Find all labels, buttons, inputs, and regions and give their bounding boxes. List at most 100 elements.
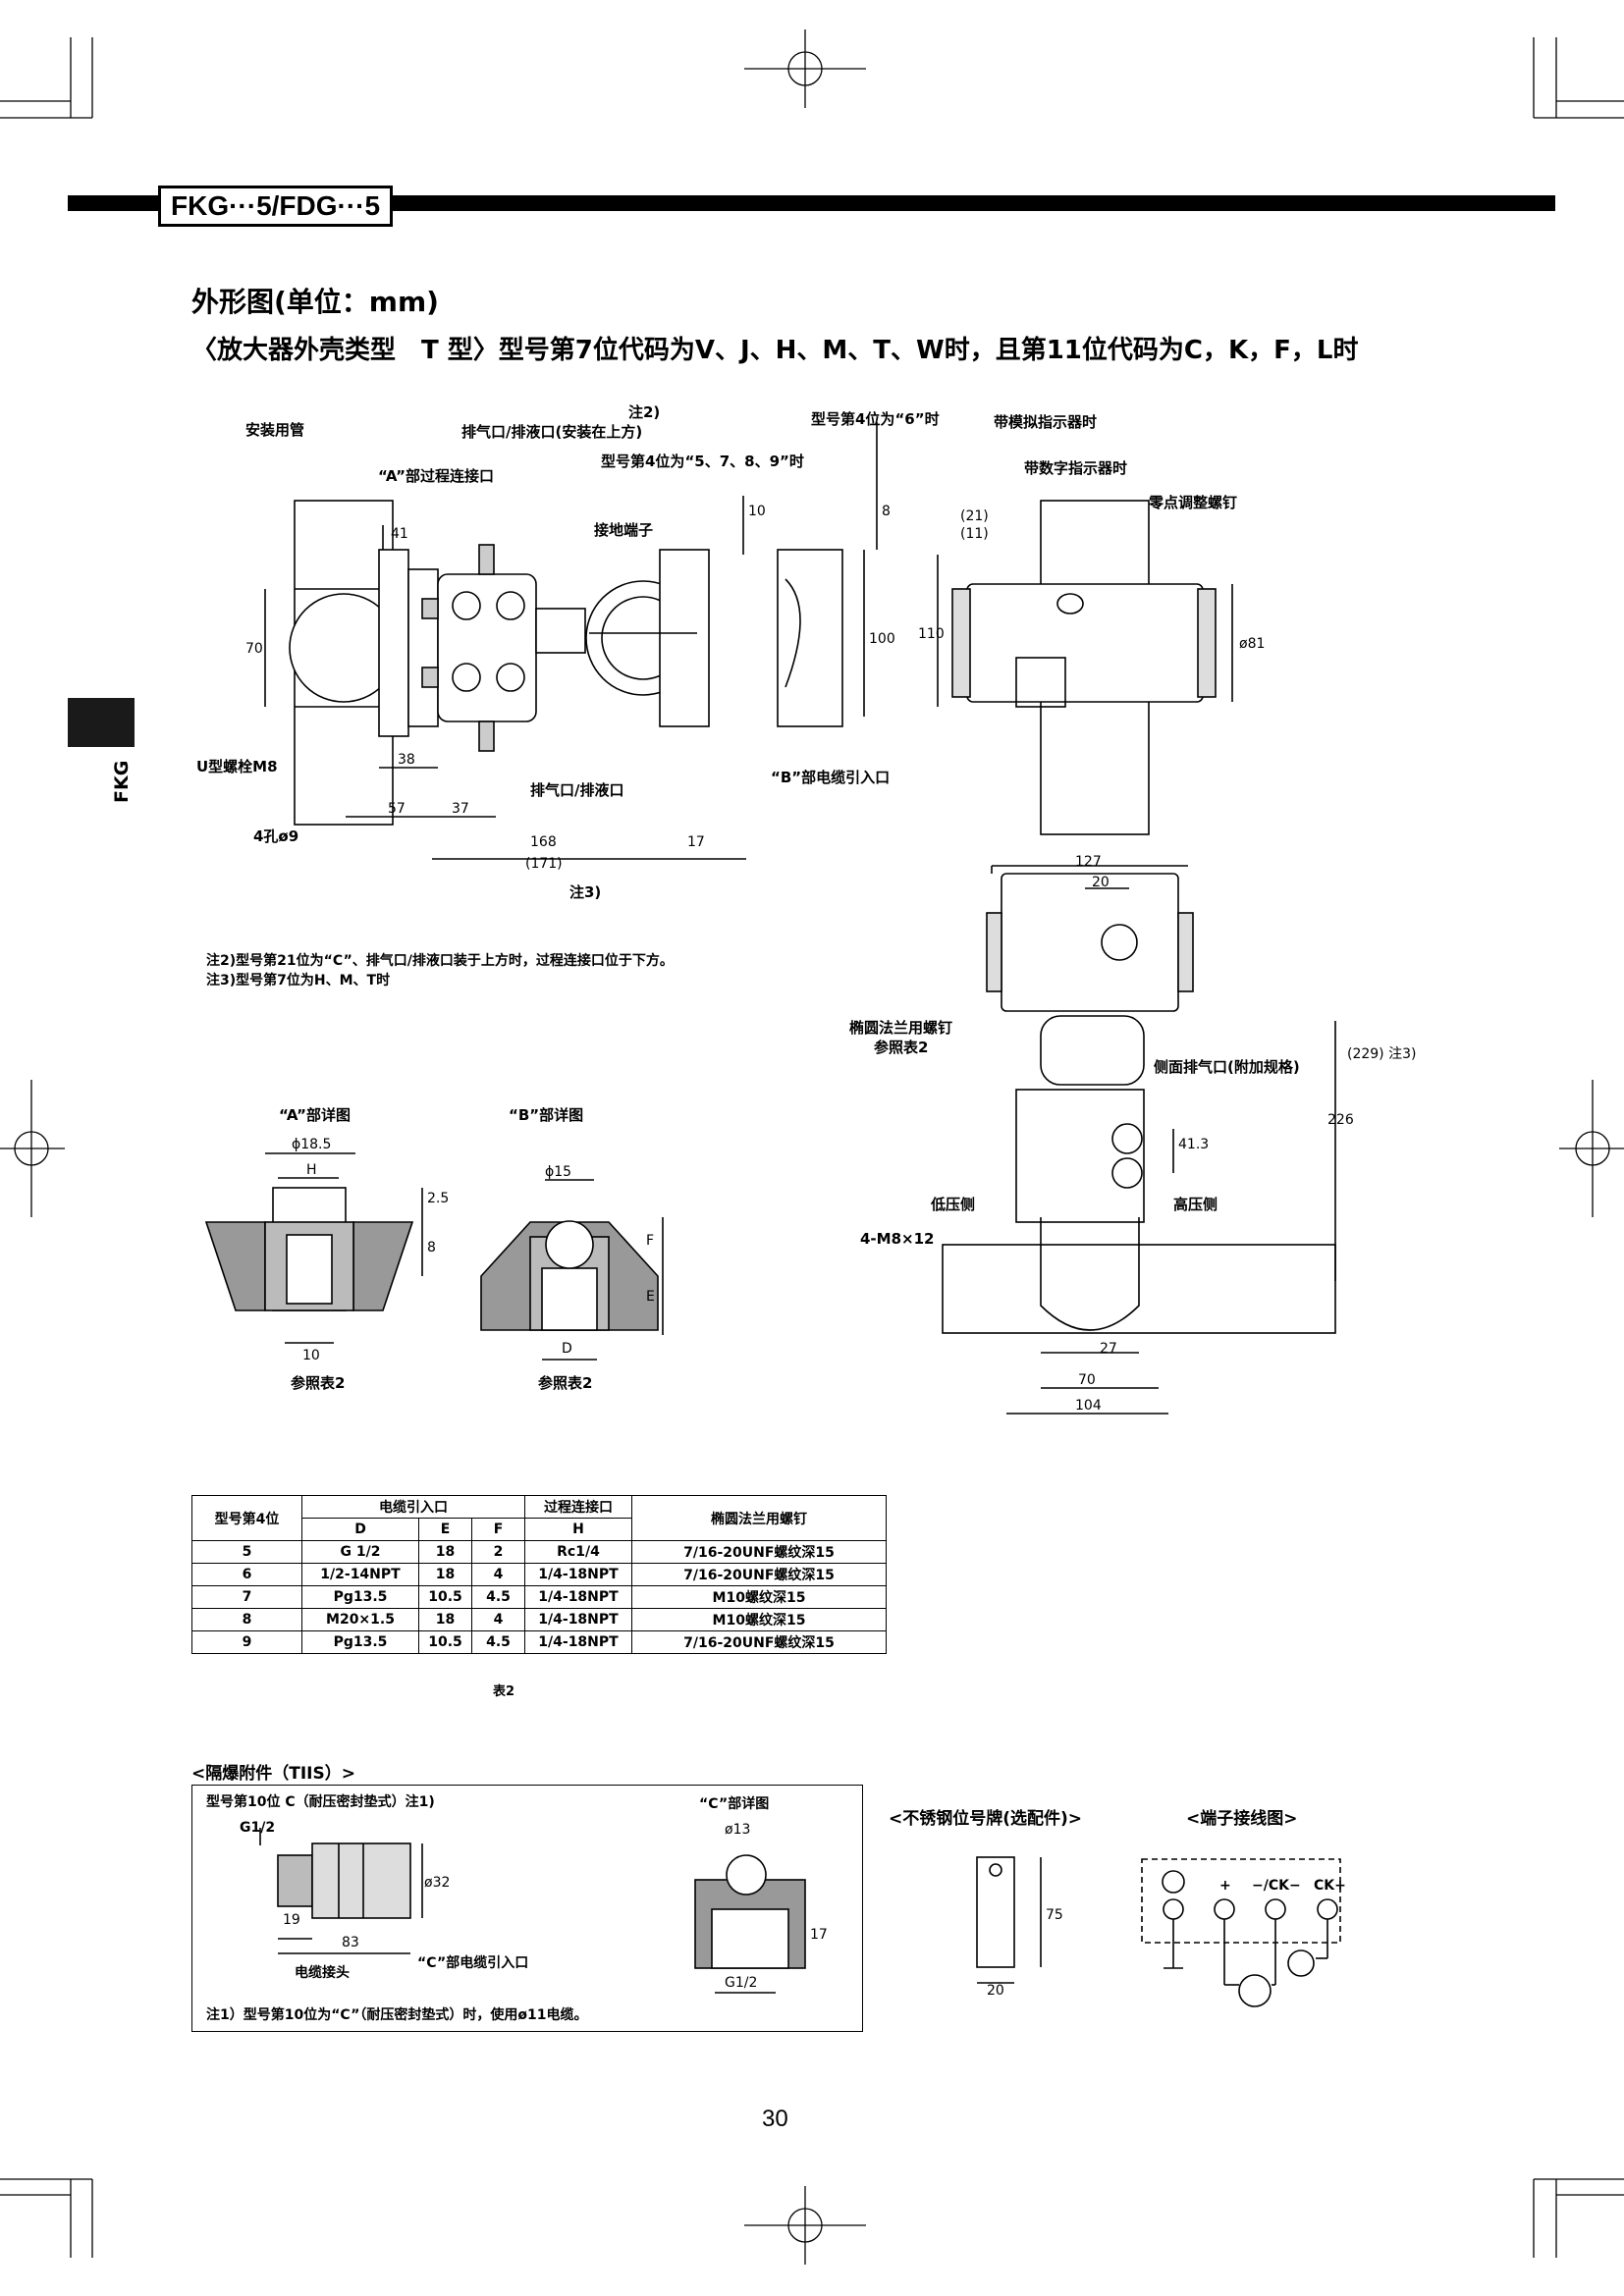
label-m8: 4-M8×12 [860,1230,934,1248]
flameproof-drawing: 型号第10位 C（耐压密封垫式）注1) G1/2 ø32 19 83 电缆接头 … [206,1793,828,2023]
table-header: 型号第4位 [191,1495,302,1541]
label-mount-pipe: 安装用管 [245,421,304,439]
dim-104: 104 [1075,1398,1102,1414]
header-rule [68,195,1555,211]
dim-41: 41 [391,526,408,542]
dim-10: 10 [748,504,766,519]
page-subtitle: 〈放大器外壳类型 T 型〉型号第7位代码为V、J、H、M、T、W时，且第11位代… [191,336,1359,365]
side-tab-label: FKG [111,760,133,803]
nameplate-d20: 20 [987,1983,1004,1999]
label-zero-adjust: 零点调整螺钉 [1148,494,1237,511]
label-code4-6: 型号第4位为“6”时 [811,410,940,428]
label-note2: 注2) [628,403,660,421]
label-analog-indicator: 带模拟指示器时 [994,413,1097,431]
main-outline-drawing: 安装用管 注2) 排气口/排液口(安装在上方) “A”部过程连接口 型号第4位为… [196,403,1265,901]
terminal-diagram: + −/CK− CK+ [1141,1858,1346,2007]
flameproof-d32: ø32 [424,1875,450,1891]
side-view-drawing: 127 20 椭圆法兰用螺钉 参照表2 侧面排气口(附加规格) 低压侧 高压侧 … [849,854,1416,1415]
table-header: 电缆引入口 [301,1495,525,1519]
dim-11: (11) [960,526,989,542]
dim-127: 127 [1075,854,1102,870]
page-number: 30 [762,2106,788,2132]
dim-110: 110 [918,626,945,642]
flameproof-g12b: G1/2 [725,1975,757,1991]
nameplate-d75: 75 [1046,1907,1063,1923]
nameplate-drawing: 75 20 [976,1856,1063,1999]
detail-a-10: 10 [302,1348,320,1363]
dim-27: 27 [1100,1341,1117,1357]
detail-b-title: “B”部详图 [509,1106,583,1124]
label-ground: 接地端子 [594,521,653,539]
flameproof-d13: ø13 [725,1822,750,1838]
dim-57: 57 [388,801,406,817]
dim-17: 17 [687,834,705,850]
side-tab [68,698,135,747]
dim-229: (229) 注3) [1347,1046,1416,1062]
dim-171: (171) [525,856,563,872]
page-title: 外形图(单位：mm) [191,286,439,318]
flameproof-box [191,1785,863,2032]
table-header: 椭圆法兰用螺钉 [631,1495,887,1541]
flameproof-title: <隔爆附件（TIIS）> [191,1764,355,1784]
terminal-title: <端子接线图> [1186,1809,1298,1829]
flameproof-c-cable: “C”部电缆引入口 [417,1954,528,1971]
detail-a-h: H [306,1162,317,1178]
detail-a-8: 8 [427,1240,436,1255]
label-side-vent: 侧面排气口(附加规格) [1154,1058,1300,1076]
detail-b-d15: ϕ15 [545,1164,571,1180]
flameproof-cable-head: 电缆接头 [295,1964,350,1981]
table-header: H [524,1518,632,1541]
table-header: 过程连接口 [524,1495,632,1519]
detail-a-title: “A”部详图 [279,1106,351,1124]
label-oval-bolt: 椭圆法兰用螺钉 [849,1019,952,1037]
dim-226: 226 [1327,1112,1354,1128]
detail-b-ref: 参照表2 [538,1374,592,1392]
label-a-process-conn: “A”部过程连接口 [378,467,494,485]
table-2-caption: 表2 [493,1684,515,1699]
detail-b-e: E [646,1289,655,1305]
dim-21: (21) [960,508,989,524]
dim-8: 8 [882,504,891,519]
label-digital-indicator: 带数字指示器时 [1024,459,1127,477]
label-b-cable: “B”部电缆引入口 [771,769,890,786]
terminal-ck-minus: −/CK− [1252,1878,1301,1894]
label-holes: 4孔ø9 [253,828,298,845]
label-high-side: 高压侧 [1173,1196,1218,1213]
dim-41-3: 41.3 [1178,1137,1209,1152]
dim-70-side: 70 [1078,1372,1096,1388]
flameproof-c-detail: “C”部详图 [699,1795,769,1812]
detail-a-ref: 参照表2 [291,1374,345,1392]
table-header: F [471,1518,525,1541]
table-header: E [418,1518,472,1541]
label-u-bolt: U型螺栓M8 [196,758,278,775]
flameproof-d83: 83 [342,1935,359,1950]
flameproof-g12: G1/2 [240,1820,275,1836]
label-vent-drain: 排气口/排液口 [530,781,623,799]
flameproof-d17: 17 [810,1927,828,1943]
flameproof-subtitle: 型号第10位 C（耐压密封垫式）注1) [206,1793,435,1810]
label-code4-579: 型号第4位为“5、7、8、9”时 [601,453,804,470]
nameplate-title: <不锈钢位号牌(选配件)> [889,1809,1083,1829]
header-model: FKG···5/FDG···5 [158,186,394,227]
dim-70: 70 [245,641,263,657]
label-vent-drain-top: 排气口/排液口(安装在上方) [461,423,642,441]
flameproof-note1: 注1）型号第10位为“C”（耐压密封垫式）时，使用ø11电缆。 [206,2006,588,2023]
dim-168: 168 [530,834,557,850]
label-ref-table2: 参照表2 [874,1039,928,1056]
dim-20: 20 [1092,875,1110,890]
detail-a-d185: ϕ18.5 [292,1137,331,1152]
flameproof-d19: 19 [283,1912,300,1928]
dim-37: 37 [452,801,469,817]
dim-100: 100 [869,631,895,647]
terminal-ck-plus: CK+ [1314,1878,1346,1894]
detail-b-d: D [562,1341,572,1357]
detail-a-drawing: “A”部详图 ϕ18.5 H 2.5 8 10 参照表2 [204,1106,449,1392]
label-low-side: 低压侧 [930,1196,975,1213]
